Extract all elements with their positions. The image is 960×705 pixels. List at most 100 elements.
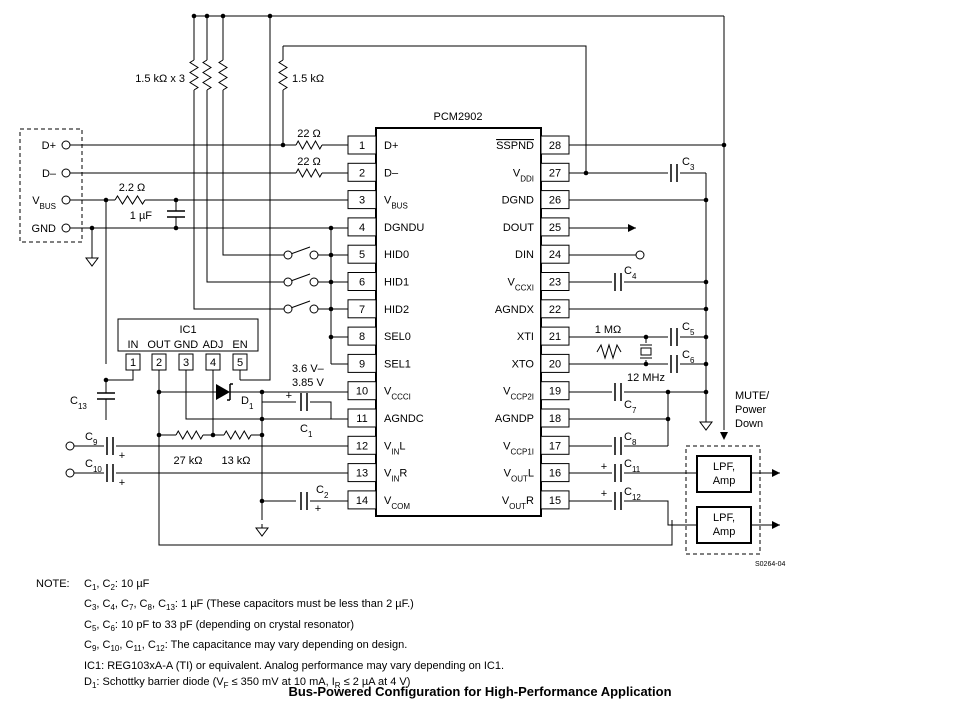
junction-dot xyxy=(328,225,334,231)
ic1-body xyxy=(117,318,259,352)
pin-label-28: SSPND xyxy=(496,140,534,152)
pin-number-27: 27 xyxy=(549,167,561,179)
pin-label-17: VCCP1I xyxy=(503,440,534,456)
resistor-2r2 xyxy=(114,195,146,205)
c3-label: C3 xyxy=(682,156,695,172)
ground-symbol xyxy=(699,418,713,431)
vcc-range-1: 3.6 V– xyxy=(292,363,325,375)
usb-vbus-label: VBUS xyxy=(32,195,56,211)
pin-box-7 xyxy=(347,299,377,319)
c9-plus: + xyxy=(119,450,125,462)
pullup-r1 xyxy=(189,59,199,91)
pin-box-2 xyxy=(347,162,377,182)
cap-c3 xyxy=(670,164,678,182)
pin-label-7: HID2 xyxy=(384,304,409,316)
c11-plus: + xyxy=(601,461,607,473)
pin-label-19: VCCP2I xyxy=(503,386,534,402)
connector-terminal xyxy=(65,441,75,451)
crystal-leads xyxy=(640,337,652,364)
cap-c5 xyxy=(670,328,678,346)
note-line: NOTE:C1, C2: 10 µF xyxy=(36,578,150,593)
note-line: D1: Schottky barrier diode (VF ≤ 350 mV … xyxy=(84,676,411,691)
chip-name: PCM2902 xyxy=(434,111,483,123)
resistor-1m xyxy=(596,343,622,360)
ic1-pin-name-gnd: GND xyxy=(174,339,199,351)
junction-dot xyxy=(191,13,197,19)
connector-terminal xyxy=(61,195,71,205)
pin-box-23 xyxy=(540,272,570,291)
usb-dplus-label: D+ xyxy=(42,140,56,152)
pin-box-13 xyxy=(347,463,377,483)
r1m-label: 1 MΩ xyxy=(595,324,622,336)
pin-number-5: 5 xyxy=(359,249,365,261)
pin-number-3: 3 xyxy=(359,195,365,207)
ic1-pin-number-2: 2 xyxy=(156,357,162,369)
pin-label-26: DGND xyxy=(502,195,534,207)
cap-vbus-1uf xyxy=(167,210,185,218)
pin-number-19: 19 xyxy=(549,386,561,398)
diode-d1 xyxy=(216,384,230,400)
xtal-label: 12 MHz xyxy=(627,372,665,384)
pin-number-24: 24 xyxy=(549,249,561,261)
pin-box-9 xyxy=(347,353,377,373)
c2-label: C2 xyxy=(316,484,329,500)
pin-box-27 xyxy=(540,162,570,182)
pin-box-10 xyxy=(347,381,377,401)
connector-terminal xyxy=(309,250,319,260)
wire xyxy=(106,370,134,381)
c8-label: C8 xyxy=(624,431,637,447)
pin-label-13: VINR xyxy=(384,468,407,484)
pin-number-22: 22 xyxy=(549,304,561,316)
pin-label-12: VINL xyxy=(384,440,405,456)
r27k-label: 27 kΩ xyxy=(173,455,202,467)
r2r2-label: 2.2 Ω xyxy=(119,182,146,194)
pcm2902-chip: PCM2902 xyxy=(375,111,542,517)
ic1-pin-name-en: EN xyxy=(232,339,247,351)
pin-number-15: 15 xyxy=(549,495,561,507)
arrow-right xyxy=(628,224,636,232)
pin-label-6: HID1 xyxy=(384,277,409,289)
resistor-22-dplus xyxy=(295,139,323,151)
lpf-r-line2: Amp xyxy=(713,526,736,538)
c7-label: C7 xyxy=(624,399,637,415)
c13-label: C13 xyxy=(70,395,87,411)
note-line: C9, C10, C11, C12: The capacitance may v… xyxy=(84,639,408,654)
pin-number-20: 20 xyxy=(549,358,561,370)
pin-label-4: DGNDU xyxy=(384,222,424,234)
crystal-12mhz xyxy=(640,347,652,356)
pin-box-3 xyxy=(347,190,377,210)
mute-label-3: Down xyxy=(735,418,763,430)
pin-box-5 xyxy=(347,244,377,264)
pin-box-26 xyxy=(540,190,570,210)
pullup-1k5-label: 1.5 kΩ xyxy=(292,73,324,85)
junction-dot xyxy=(173,225,179,231)
notes-title: NOTE: xyxy=(36,578,70,590)
connector-terminal xyxy=(309,304,319,314)
c10-plus: + xyxy=(119,477,125,489)
connector-terminal xyxy=(65,468,75,478)
ground-symbol xyxy=(85,254,99,267)
pin-number-21: 21 xyxy=(549,331,561,343)
connector-terminal xyxy=(309,277,319,287)
arrow-right xyxy=(772,521,780,529)
pin-label-23: VCCXI xyxy=(508,277,534,293)
pin-number-8: 8 xyxy=(359,331,365,343)
note-line: IC1: REG103xA-A (TI) or equivalent. Anal… xyxy=(84,659,505,672)
wire xyxy=(222,90,288,256)
pin-number-28: 28 xyxy=(549,140,561,152)
ic1-pin-number-3: 3 xyxy=(183,357,189,369)
pin-box-24 xyxy=(540,244,570,264)
connector-terminal xyxy=(61,223,71,233)
ic1-pin-name-adj: ADJ xyxy=(203,339,224,351)
resistor-22-dminus xyxy=(295,167,323,179)
pin-number-4: 4 xyxy=(359,222,365,234)
c6-label: C6 xyxy=(682,349,695,365)
wire xyxy=(193,90,288,310)
pin-box-6 xyxy=(347,272,377,291)
pin-label-2: D– xyxy=(384,167,399,179)
c12-label: C12 xyxy=(624,486,641,502)
pin-label-5: HID0 xyxy=(384,249,409,261)
pin-number-26: 26 xyxy=(549,195,561,207)
